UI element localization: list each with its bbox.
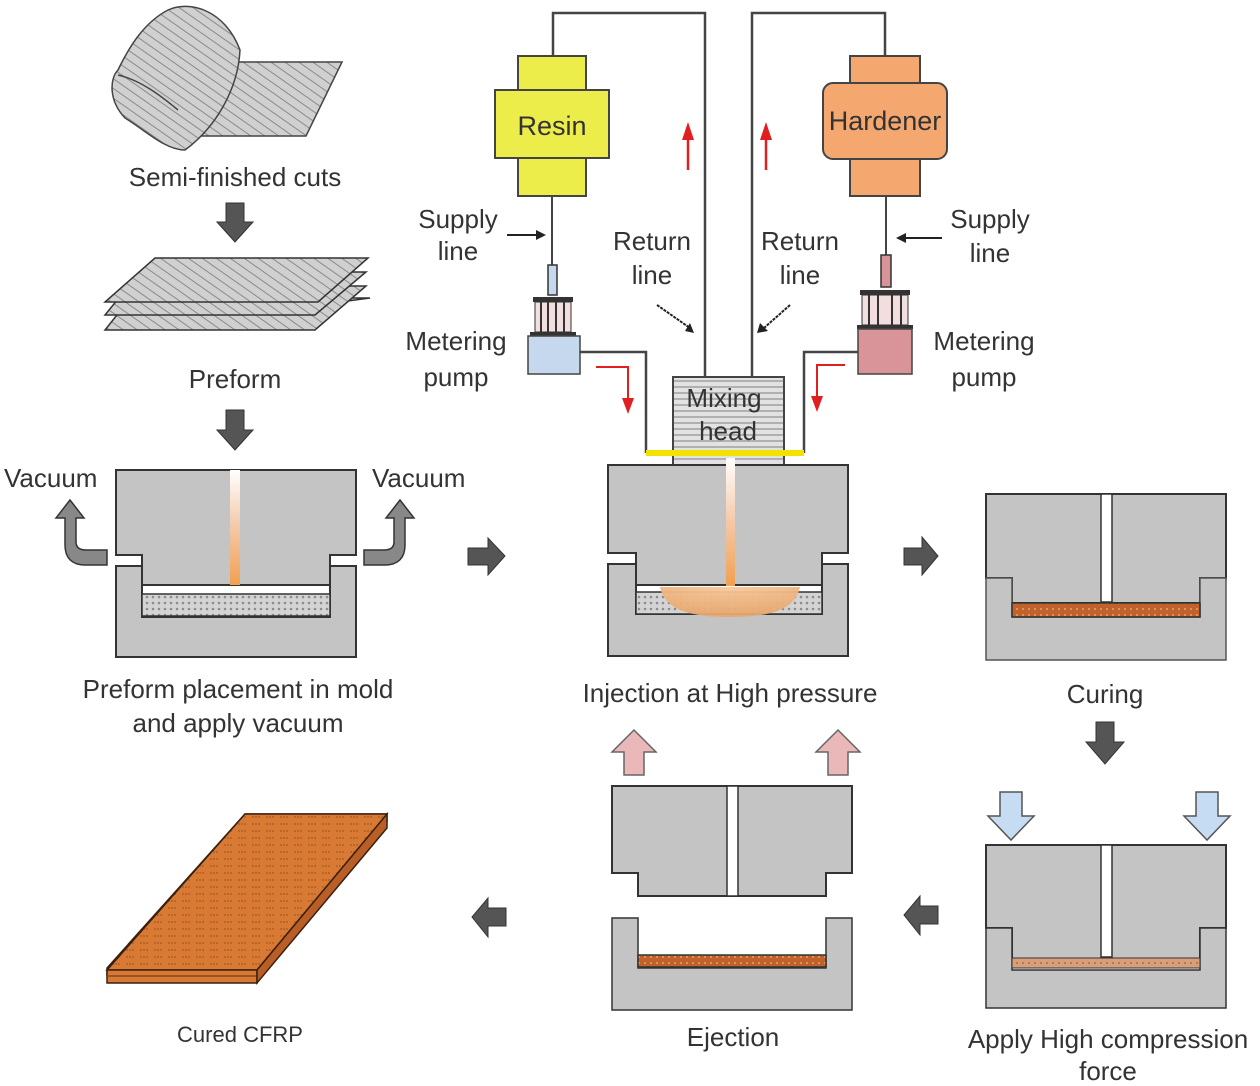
resin-label: Resin [517,111,586,141]
injection-mold [607,458,849,657]
vacuum-left-arrow-icon [54,498,108,566]
metering-pump-right [857,254,913,375]
return-line-right-label-1: Return [761,226,839,256]
flow-up-arrow-icon [760,122,772,170]
ejection-label: Ejection [687,1022,780,1052]
press-down-arrow-icon [1182,791,1232,842]
vacuum-right-arrow-icon [363,498,416,566]
down-arrow-icon [1084,721,1126,765]
hardener-tank [822,55,948,197]
flow-up-arrow-icon [682,122,694,170]
preform-placement-label-line1: Preform placement in mold [83,674,394,704]
down-arrow-icon [215,202,255,243]
preform-stack-icon [103,257,371,331]
metering-pump-left-label-1: Metering [405,326,506,356]
vacuum-left-label: Vacuum [4,463,97,493]
compression-label-line2: force [1079,1056,1137,1086]
supply-line-left-label-2: line [438,236,478,266]
return-line-left-label-1: Return [613,226,691,256]
eject-up-arrow-icon [610,728,658,776]
mixing-head-label-1: Mixing [686,383,761,413]
metering-pump-right-label-2: pump [951,362,1016,392]
eject-up-arrow-icon [814,728,862,776]
resin-tank [494,55,610,197]
preform-label: Preform [189,364,281,394]
pointer-arrow-icon [896,233,942,243]
supply-line-right-label-1: Supply [950,204,1030,234]
injection-label: Injection at High pressure [583,678,878,708]
preform-placement-label-line2: and apply vacuum [132,708,343,738]
return-line-left [551,11,707,378]
curing-mold [985,493,1227,661]
supply-line-right-label-2: line [970,238,1010,268]
feed-line-right [802,350,858,453]
flow-down-arrow-icon [811,364,845,412]
vacuum-right-label: Vacuum [372,463,465,493]
cured-cfrp-panel [105,811,389,986]
supply-line-left-label-1: Supply [418,204,498,234]
pointer-arrow-icon [656,304,694,333]
preform-placement-mold [115,469,357,658]
compression-label-line1: Apply High compression [968,1024,1248,1054]
curing-label: Curing [1067,679,1144,709]
semi-finished-roll-icon [111,5,344,151]
semi-finished-cuts-label: Semi-finished cuts [129,162,341,192]
flow-down-arrow-icon [596,366,634,414]
left-arrow-icon [471,896,507,939]
pointer-arrow-icon [757,304,791,333]
return-line-right-label-2: line [780,260,820,290]
left-arrow-icon [903,894,939,937]
metering-pump-left [527,264,581,375]
return-line-right [750,11,887,378]
down-arrow-icon [215,409,255,451]
feed-line-left [580,350,648,453]
metering-pump-left-label-2: pump [423,362,488,392]
pointer-arrow-icon [507,230,546,240]
return-line-left-label-2: line [632,260,672,290]
hardener-label: Hardener [829,106,942,136]
cured-cfrp-label: Cured CFRP [177,1022,303,1047]
right-arrow-icon [903,535,939,577]
right-arrow-icon [467,536,506,577]
mixing-head-label-2: head [699,416,757,446]
metering-pump-right-label-1: Metering [933,326,1034,356]
press-down-arrow-icon [986,791,1036,842]
compression-mold [985,791,1232,1009]
ejection-mold [610,728,862,1011]
